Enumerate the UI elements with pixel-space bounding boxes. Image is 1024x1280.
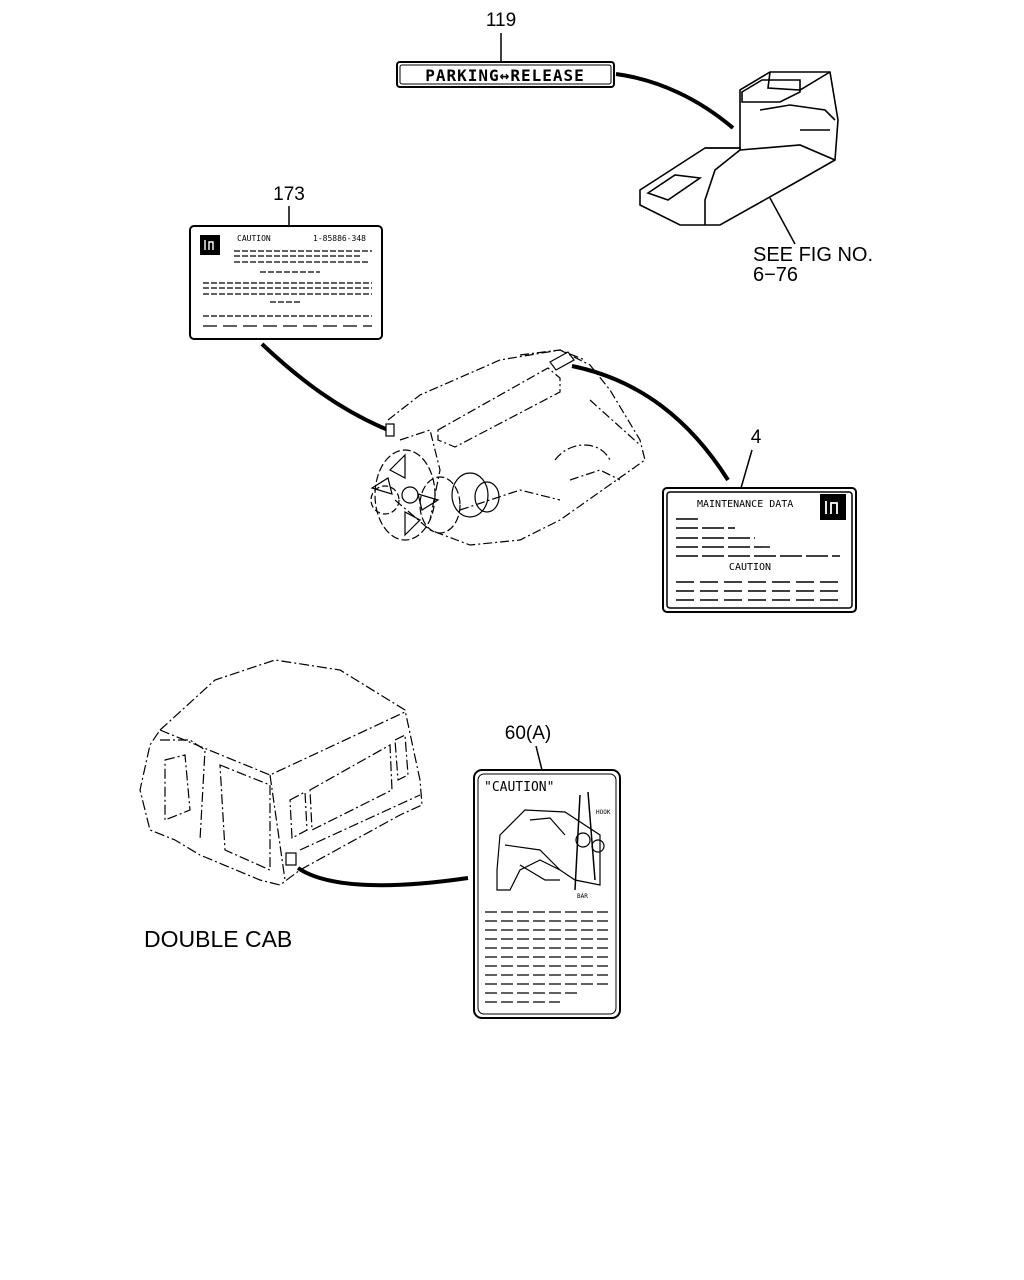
double-cab-drawing	[139, 659, 423, 886]
engine-drawing	[387, 349, 646, 546]
callout-119: 119	[486, 10, 516, 62]
callout-60a-number: 60(A)	[505, 723, 551, 744]
leader-4	[571, 364, 730, 482]
engine-fan	[370, 449, 500, 541]
see-fig-line1: SEE FIG NO.	[753, 244, 873, 266]
decal-60a-hook-label: HOOK	[596, 809, 611, 816]
parking-release-text: PARKING↔RELEASE	[425, 66, 585, 85]
caution-decal-173: CAUTION 1-85886-348	[189, 225, 383, 340]
isuzu-logo-icon	[820, 494, 846, 520]
callout-60a: 60(A)	[505, 723, 551, 771]
see-fig-line2: 6−76	[753, 264, 798, 286]
leader-173	[260, 342, 389, 432]
callout-119-number: 119	[486, 10, 516, 31]
decal-60a-bar-label: BAR	[577, 893, 588, 900]
leader-see-fig	[769, 197, 796, 245]
callout-4-number: 4	[751, 427, 762, 448]
decal-60a-heading: "CAUTION"	[484, 780, 554, 795]
center-console-drawing	[639, 71, 839, 226]
callout-173: 173	[273, 184, 305, 226]
leader-60a	[296, 866, 469, 888]
callout-173-number: 173	[273, 184, 305, 205]
callout-4: 4	[740, 427, 762, 489]
decal-60a-illustration	[496, 791, 605, 891]
leader-119	[615, 72, 735, 130]
maintenance-data-decal: MAINTENANCE DATA CAUTION	[662, 487, 857, 613]
decal-173-heading: CAUTION	[237, 234, 271, 243]
double-cab-label: DOUBLE CAB	[144, 926, 292, 952]
caution-decal-60a: "CAUTION" HOOK BAR	[473, 769, 621, 1019]
decal-173-part-number: 1-85886-348	[313, 234, 366, 243]
parking-release-label: PARKING↔RELEASE	[396, 61, 615, 88]
decal-4-subheading: CAUTION	[729, 562, 771, 573]
decal-4-heading: MAINTENANCE DATA	[697, 499, 793, 510]
isuzu-logo-icon	[200, 235, 220, 255]
